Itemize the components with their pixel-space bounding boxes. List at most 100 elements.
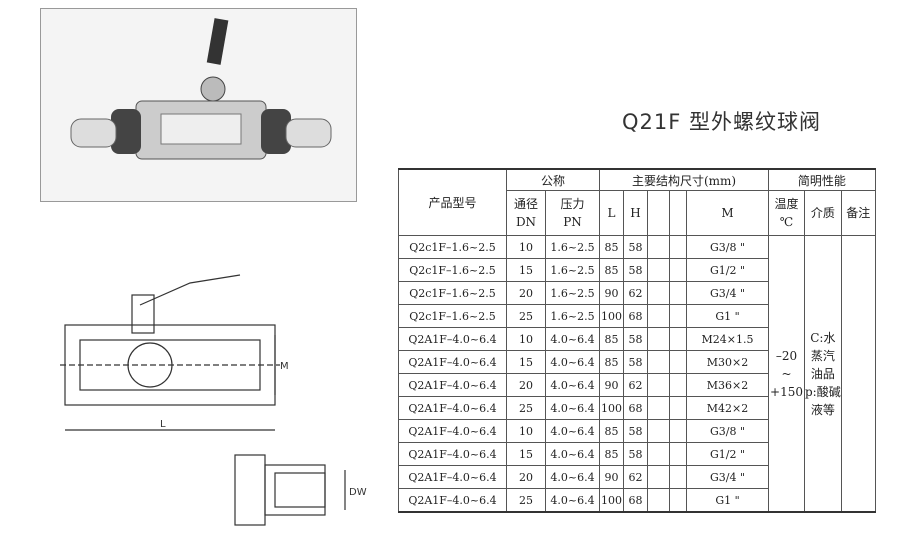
model-cell: Q2c1F–1.6~2.5 (398, 235, 507, 259)
h-cell: 58 (623, 258, 648, 282)
blank-cell (669, 465, 687, 489)
blank-cell (647, 304, 670, 328)
model-cell: Q2A1F–4.0~6.4 (398, 442, 507, 466)
temp-sep: ~ (781, 366, 792, 381)
m-cell: G1 " (686, 304, 769, 328)
l-cell: 85 (599, 327, 624, 351)
blank-cell (647, 327, 670, 351)
header-blank (647, 190, 670, 236)
header-medium: 介质 (804, 190, 842, 236)
pn-cell: 4.0~6.4 (545, 350, 600, 374)
model-cell: Q2A1F–4.0~6.4 (398, 419, 507, 443)
m-cell: G3/8 " (686, 235, 769, 259)
pn-cell: 4.0~6.4 (545, 419, 600, 443)
m-cell: G1/2 " (686, 258, 769, 282)
header-perf: 简明性能 (768, 168, 876, 191)
m-cell: G3/8 " (686, 419, 769, 443)
dn-cell: 25 (506, 396, 546, 420)
height-label: M (280, 361, 289, 372)
model-cell: Q2A1F–4.0~6.4 (398, 327, 507, 351)
header-remark: 备注 (840, 190, 876, 236)
blank-cell (647, 258, 670, 282)
fitting-detail-drawing: DW (234, 454, 367, 526)
pn-cell: 1.6~2.5 (545, 281, 600, 305)
h-cell: 68 (623, 488, 648, 513)
blank-cell (647, 350, 670, 374)
length-label: L (160, 419, 166, 430)
dn-cell: 20 (506, 373, 546, 397)
blank-cell (669, 327, 687, 351)
blank-cell (669, 488, 687, 513)
blank-cell (669, 304, 687, 328)
pn-cell: 1.6~2.5 (545, 235, 600, 259)
blank-cell (647, 281, 670, 305)
dn-cell: 25 (506, 488, 546, 513)
blank-cell (647, 488, 670, 513)
medium-line: 液等 (810, 402, 835, 417)
m-cell: M24×1.5 (686, 327, 769, 351)
pn-cell: 4.0~6.4 (545, 327, 600, 351)
pn-cell: 4.0~6.4 (545, 396, 600, 420)
valve-section-drawing: M L (60, 274, 289, 431)
m-cell: G1 " (686, 488, 769, 513)
header-model: 产品型号 (398, 168, 507, 236)
dn-cell: 20 (506, 281, 546, 305)
temp-range-cell: –20 ~ +150 (768, 235, 805, 513)
pn-cell: 4.0~6.4 (545, 488, 600, 513)
temp-high: +150 (770, 384, 803, 399)
blank-cell (669, 258, 687, 282)
pn-cell: 4.0~6.4 (545, 442, 600, 466)
blank-cell (647, 396, 670, 420)
m-cell: G3/4 " (686, 281, 769, 305)
model-cell: Q2A1F–4.0~6.4 (398, 373, 507, 397)
m-cell: M36×2 (686, 373, 769, 397)
remark-cell (840, 235, 876, 513)
m-cell: M30×2 (686, 350, 769, 374)
dn-cell: 20 (506, 465, 546, 489)
valve-photo (40, 8, 357, 202)
h-cell: 62 (623, 465, 648, 489)
blank-cell (669, 396, 687, 420)
header-h: H (623, 190, 648, 236)
blank-cell (669, 419, 687, 443)
m-cell: M42×2 (686, 396, 769, 420)
model-cell: Q2A1F–4.0~6.4 (398, 396, 507, 420)
h-cell: 58 (623, 419, 648, 443)
header-m: M (686, 190, 769, 236)
l-cell: 85 (599, 442, 624, 466)
blank-cell (647, 419, 670, 443)
medium-line: C:水 (810, 330, 836, 345)
blank-cell (669, 350, 687, 374)
h-cell: 58 (623, 350, 648, 374)
pn-cell: 1.6~2.5 (545, 258, 600, 282)
blank-cell (647, 465, 670, 489)
model-cell: Q2A1F–4.0~6.4 (398, 465, 507, 489)
dn-cell: 10 (506, 235, 546, 259)
temp-low: –20 (775, 348, 798, 363)
dn-cell: 15 (506, 258, 546, 282)
l-cell: 85 (599, 350, 624, 374)
blank-cell (669, 281, 687, 305)
l-cell: 90 (599, 465, 624, 489)
l-cell: 90 (599, 373, 624, 397)
page-title: Q21F 型外螺纹球阀 (622, 110, 822, 134)
header-blank (669, 190, 687, 236)
header-dims: 主要结构尺寸(mm) (599, 168, 769, 191)
header-l: L (599, 190, 624, 236)
blank-cell (669, 373, 687, 397)
blank-cell (669, 442, 687, 466)
pn-cell: 4.0~6.4 (545, 465, 600, 489)
medium-line: 蒸汽 (810, 348, 835, 363)
